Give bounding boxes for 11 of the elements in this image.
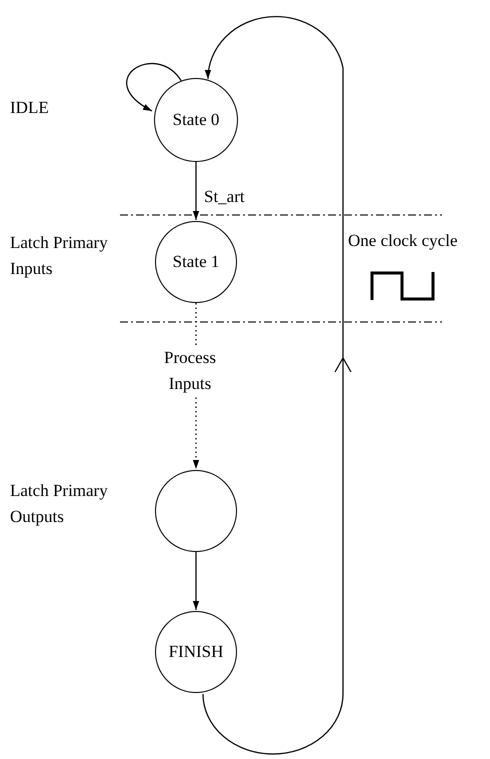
state-name: FINISH <box>168 642 224 662</box>
arrow <box>202 16 352 754</box>
arrow <box>192 552 200 610</box>
phase-label: One clock cycle <box>348 230 458 252</box>
state-name: State 1 <box>172 252 220 272</box>
arrow <box>192 162 200 220</box>
phase-label: IDLE <box>10 97 50 119</box>
phase-label: Latch Primary Outputs <box>10 480 109 528</box>
self-loop-arrow <box>126 63 182 112</box>
phase-label: Latch Primary Inputs <box>10 232 109 280</box>
state-name: State 0 <box>172 110 220 130</box>
